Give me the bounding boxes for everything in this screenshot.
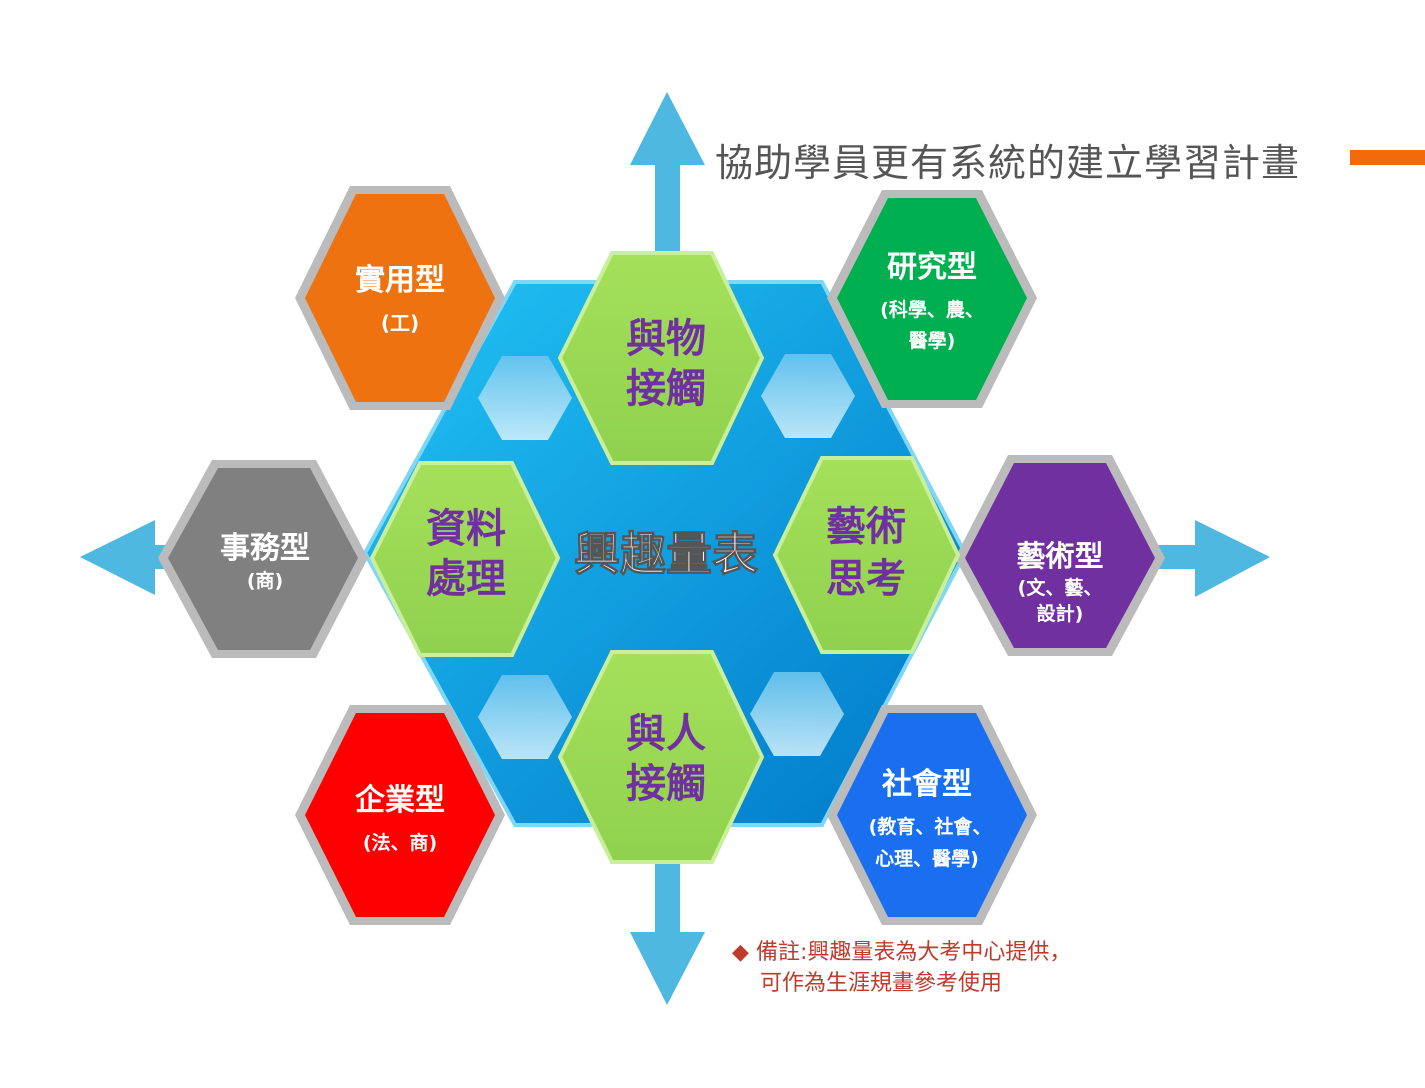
arrow-down-icon (630, 855, 705, 1005)
type-name: 實用型 (355, 263, 445, 298)
dimension-hexagon-ideas[interactable]: 藝術 思考 (772, 456, 961, 654)
decorative-hexagons (478, 354, 855, 759)
type-name: 研究型 (887, 250, 977, 285)
footnote-line1: 備註:興趣量表為大考中心提供， (756, 940, 1072, 965)
type-hexagon-artistic[interactable]: 藝術型 (文、藝、 設計) (955, 455, 1165, 656)
type-fields: (法、商) (363, 831, 437, 854)
dimension-label: 思考 (826, 556, 906, 602)
dimension-hexagon-data[interactable]: 資料 處理 (369, 461, 561, 657)
type-fields: 心理、醫學) (875, 848, 979, 870)
type-hexagon-conventional[interactable]: 事務型 (商) (158, 460, 368, 658)
dimension-label: 處理 (426, 556, 506, 602)
dimension-hexagon-things[interactable]: 與物 接觸 (557, 251, 765, 465)
dimension-label: 與物 (626, 316, 706, 362)
footnote: ◆ 備註:興趣量表為大考中心提供， 可作為生涯規畫參考使用 (732, 937, 1071, 999)
type-fields: (工) (381, 311, 419, 335)
type-fields: (商) (247, 569, 283, 592)
arrow-up-icon (630, 92, 705, 260)
type-fields: (教育、社會、 (869, 815, 992, 838)
dimension-label: 與人 (626, 711, 706, 757)
type-name: 企業型 (355, 783, 445, 818)
arrow-right-icon (1150, 520, 1270, 597)
type-hexagon-practical[interactable]: 實用型 (工) (295, 186, 505, 410)
footnote-line2: 可作為生涯規畫參考使用 (760, 971, 1003, 996)
dimension-label: 藝術 (826, 504, 906, 550)
type-name: 事務型 (220, 531, 310, 566)
type-fields: 設計) (1037, 602, 1084, 625)
page-title: 協助學員更有系統的建立學習計畫 (715, 141, 1301, 185)
dimension-label: 資料 (426, 506, 506, 552)
center-label: 興趣量表 (574, 527, 758, 581)
dimension-hexagon-people[interactable]: 與人 接觸 (557, 650, 765, 864)
type-fields: 醫學) (909, 330, 956, 352)
type-hexagon-investigative[interactable]: 研究型 (科學、農、 醫學) (827, 190, 1037, 408)
diamond-bullet-icon: ◆ (732, 940, 749, 965)
dimension-label: 接觸 (626, 366, 706, 412)
type-hexagon-enterprising[interactable]: 企業型 (法、商) (295, 705, 505, 925)
type-fields: (文、藝、 (1018, 576, 1103, 599)
type-name: 社會型 (882, 767, 972, 802)
dimension-label: 接觸 (626, 761, 706, 807)
type-name: 藝術型 (1016, 539, 1103, 573)
title-accent-bar (1350, 150, 1425, 165)
type-fields: (科學、農、 (880, 298, 984, 321)
type-hexagon-social[interactable]: 社會型 (教育、社會、 心理、醫學) (827, 705, 1037, 925)
